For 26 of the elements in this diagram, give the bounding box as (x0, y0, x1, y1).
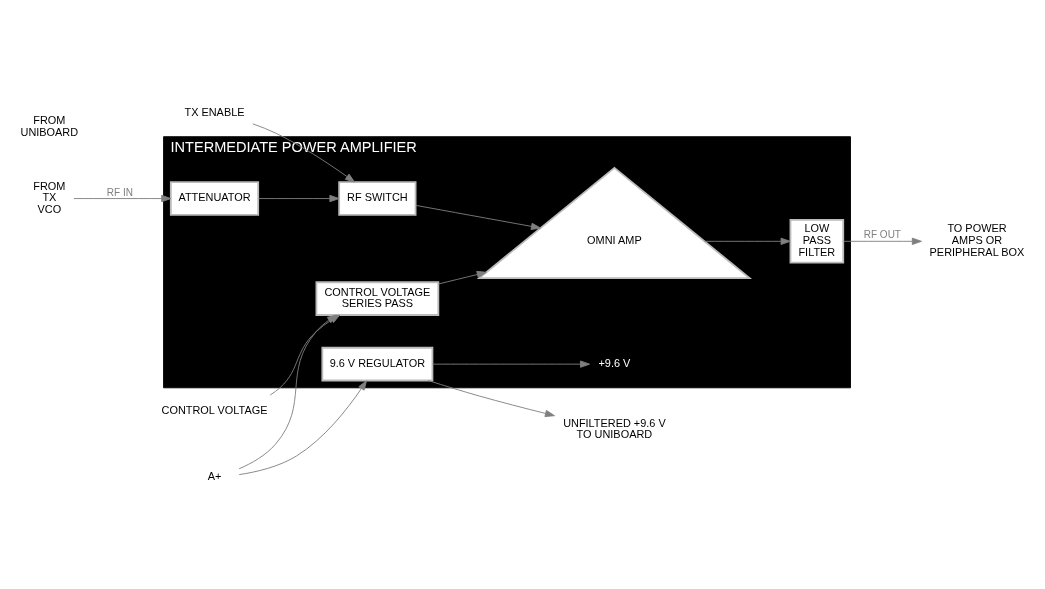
node-box: ATTENUATOR (169, 180, 260, 216)
arrow (438, 270, 487, 284)
node-text: CONTROL VOLTAGE (161, 403, 268, 416)
arrow (432, 360, 590, 368)
arrow (73, 194, 172, 202)
node-box: RF SWITCH (338, 180, 417, 216)
node-text: TO POWER AMPS OR PERIPHERAL BOX (929, 221, 1025, 258)
arrow (238, 314, 338, 469)
label: FROM UNIBOARD (20, 113, 79, 138)
node-text: FROM TX VCO (33, 179, 66, 215)
arrow (258, 194, 340, 202)
node-text: TX ENABLE (184, 105, 245, 118)
edge-label: RF IN (106, 186, 133, 198)
arrow (252, 122, 356, 182)
arrow (238, 379, 367, 475)
node-box: LOW PASS FILTER (789, 218, 845, 264)
arrow (704, 237, 791, 245)
node-box: CONTROL VOLTAGE SERIES PASS (315, 280, 440, 316)
node-text: +9.6 V (598, 356, 631, 369)
arrow (843, 237, 922, 245)
arrow (427, 379, 555, 417)
arrow (415, 204, 541, 230)
edge-label: RF OUT (863, 228, 901, 240)
node-box: 9.6 V REGULATOR (321, 346, 434, 381)
node-text: A+ (207, 469, 222, 482)
node-text: UNFILTERED +9.6 V TO UNIBOARD (563, 416, 666, 440)
